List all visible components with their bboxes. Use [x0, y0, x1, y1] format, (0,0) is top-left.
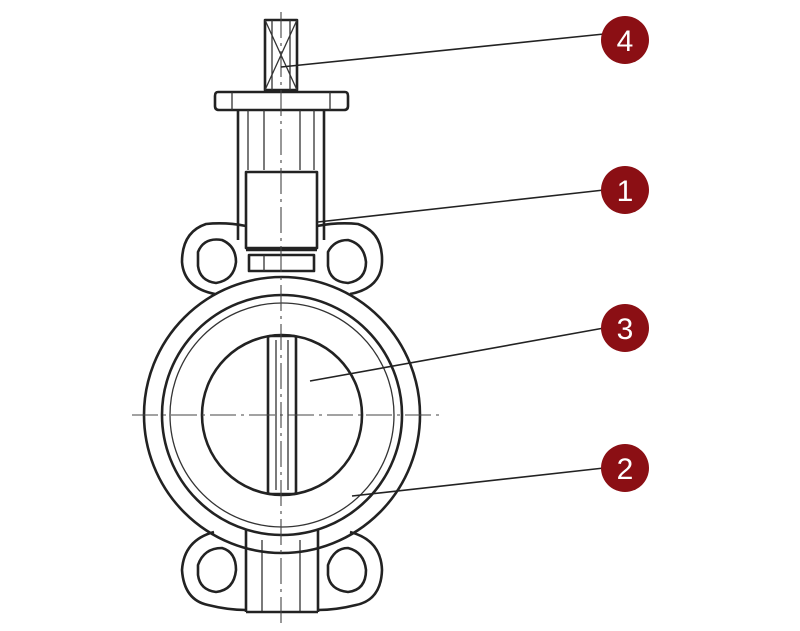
- callout-3: 3: [601, 304, 649, 352]
- body-lugs-top: [180, 222, 384, 296]
- valve-neck: [236, 110, 326, 240]
- leader-1: [317, 189, 605, 223]
- body-lugs-bottom: [180, 530, 384, 614]
- centerlines: [132, 12, 440, 625]
- callout-1: 1: [601, 166, 649, 214]
- callout-3-label: 3: [617, 313, 634, 346]
- callout-2-circle: [601, 444, 649, 492]
- leader-3: [309, 327, 605, 382]
- valve-seat: [160, 293, 404, 537]
- callout-1-circle: [601, 166, 649, 214]
- callout-1-label: 1: [617, 175, 634, 208]
- callout-2: 2: [601, 444, 649, 492]
- top-flange: [213, 90, 350, 112]
- callout-4: 4: [601, 16, 649, 64]
- callout-4-label: 4: [617, 25, 634, 58]
- leader-lines: [280, 33, 605, 497]
- callout-2-label: 2: [617, 453, 634, 486]
- leader-4: [280, 33, 605, 68]
- leader-2: [351, 467, 605, 497]
- callout-3-circle: [601, 304, 649, 352]
- callout-4-circle: [601, 16, 649, 64]
